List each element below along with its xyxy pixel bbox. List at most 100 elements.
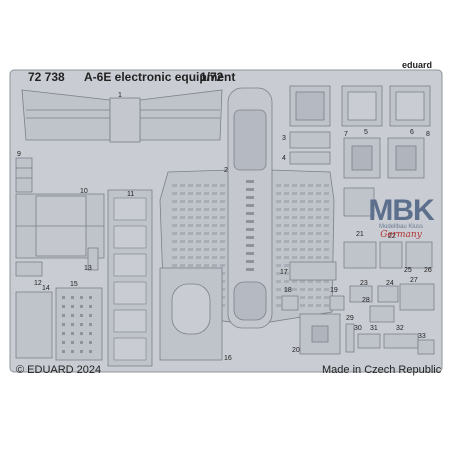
vent-slot [62,305,65,308]
vent-slot [292,208,297,211]
part-12-13 [15,247,99,277]
vent-slot [220,192,225,195]
vent-slot [89,332,92,335]
part-label-20: 20 [292,347,300,354]
vent-slot [284,200,289,203]
vent-slot [276,296,281,299]
vent-slot [62,341,65,344]
vent-slot [180,192,185,195]
vent-slot [316,248,321,251]
vent-slot [62,314,65,317]
vent-slot [196,232,201,235]
vent-slot [324,240,329,243]
vent-slot [204,192,209,195]
vent-slot [71,314,74,317]
vent-slot [308,216,313,219]
vent-slot [62,296,65,299]
vent-slot [284,288,289,291]
vent-slot [324,232,329,235]
part-label-22: 22 [388,233,396,240]
vent-slot [188,184,193,187]
vent-slot [172,240,177,243]
vent-slot [308,304,313,307]
vent-slot [246,212,254,215]
ladder-window [113,281,147,305]
part-11-ladder [107,189,153,367]
vent-slot [276,216,281,219]
vent-slot [316,288,321,291]
vent-slot [308,208,313,211]
vent-slot [71,332,74,335]
part-label-18: 18 [284,287,292,294]
part-label-30: 30 [354,325,362,332]
vent-slot [212,200,217,203]
vent-slot [204,248,209,251]
vent-slot [204,216,209,219]
part-label-3: 3 [282,135,286,142]
vent-slot [284,256,289,259]
part-number-labels: 1 2 3 4 5 6 7 8 9 10 11 12 13 14 15 16 1… [17,92,432,362]
vent-slot [196,224,201,227]
vent-slot [308,280,313,283]
vent-slot [276,192,281,195]
vent-slot [284,184,289,187]
vent-slot [89,314,92,317]
kit-title: A-6E electronic equipment [84,70,236,84]
vent-slot [300,192,305,195]
ladder-window [113,337,147,361]
part-label-2: 2 [224,167,228,174]
part-14-15 [15,287,103,361]
vent-slot [284,264,289,267]
vent-slot [246,260,254,263]
vent-slot [188,216,193,219]
vent-slot [89,323,92,326]
vent-slot [212,264,217,267]
vent-slot [246,196,254,199]
vent-slot [324,280,329,283]
vent-slot [276,184,281,187]
vent-slot [324,288,329,291]
vent-slot [246,228,254,231]
vent-slot [204,232,209,235]
vent-slot [308,232,313,235]
vent-slot [62,350,65,353]
vent-slot [276,248,281,251]
vent-slot [89,296,92,299]
watermark-sub: Modellbau Kluss [378,224,424,230]
vent-slot [284,272,289,275]
vent-slot [292,280,297,283]
part-label-12: 12 [34,280,42,287]
vent-slot [172,200,177,203]
vent-slot [300,224,305,227]
vent-slot [316,200,321,203]
part-9 [15,157,33,193]
vent-slot [246,252,254,255]
part-1-panels [21,89,223,143]
vent-slot [188,208,193,211]
vent-slot [308,192,313,195]
watermark-main: MBK [368,194,434,227]
vent-slot [220,304,225,307]
vent-slot [246,268,254,271]
part-29-33 [345,323,435,355]
vent-slot [212,256,217,259]
vent-slot [172,216,177,219]
part-label-26: 26 [424,267,432,274]
vent-slot [292,192,297,195]
watermark-region: Germany [380,230,422,240]
vent-slot [180,264,185,267]
vent-slot [292,248,297,251]
part-17-20 [281,261,345,355]
vent-slot [89,350,92,353]
part-label-24: 24 [386,280,394,287]
vent-slot [284,248,289,251]
vent-slot [276,280,281,283]
ladder-window [113,253,147,277]
vent-slot [71,323,74,326]
vent-slot [172,248,177,251]
vent-slot [316,304,321,307]
vent-slot [276,208,281,211]
part-label-4: 4 [282,155,286,162]
vent-slot [276,288,281,291]
vent-slot [204,224,209,227]
